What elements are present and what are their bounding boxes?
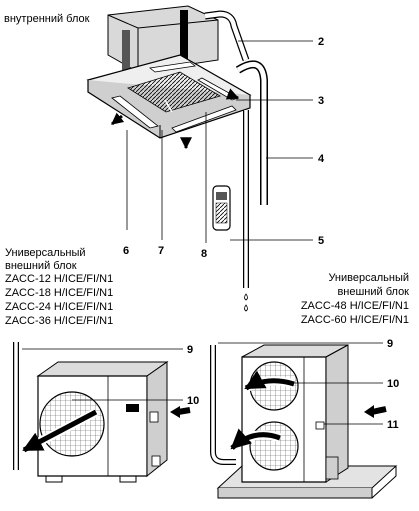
outdoor-small-model: ZACC-12 H/ICE/FI/N1 [5, 273, 114, 285]
callout-7: 7 [158, 245, 165, 257]
callout-6: 6 [123, 245, 130, 257]
callout-9-large-unit: 9 [387, 338, 394, 350]
callout-10-small-unit: 10 [187, 395, 200, 407]
callout-2: 2 [318, 36, 325, 48]
outdoor-small-model: ZACC-18 H/ICE/FI/N1 [5, 287, 114, 299]
callout-10-large-unit: 10 [387, 378, 400, 390]
outdoor-large-heading-2: внешний блок [337, 286, 409, 298]
outdoor-large-model: ZACC-48 H/ICE/FI/N1 [300, 300, 409, 312]
outdoor-small-heading-1: Универсальный [5, 247, 86, 259]
callout-5: 5 [318, 235, 325, 247]
outdoor-small-model: ZACC-24 H/ICE/FI/N1 [5, 301, 114, 313]
outdoor-large-heading-1: Универсальный [328, 272, 409, 284]
water-drops [244, 293, 248, 312]
outdoor-large-model: ZACC-60 H/ICE/FI/N1 [300, 314, 409, 326]
indoor-unit-label: внутренний блок [4, 13, 90, 25]
outdoor-small-model: ZACC-36 H/ICE/FI/N1 [5, 315, 114, 327]
indoor-cassette-unit [86, 5, 252, 150]
callout-3: 3 [318, 95, 325, 107]
drain-pipe [235, 60, 268, 205]
indoor-leader-lines [126, 40, 313, 243]
callout-4: 4 [318, 153, 325, 165]
outdoor-unit-large [210, 342, 398, 499]
remote-controller [212, 185, 231, 231]
callout-9-small-unit: 9 [187, 344, 194, 356]
outdoor-unit-small [13, 342, 191, 483]
outdoor-small-heading-2: внешний блок [5, 260, 77, 272]
callout-8: 8 [201, 248, 208, 260]
callout-11: 11 [387, 419, 399, 431]
